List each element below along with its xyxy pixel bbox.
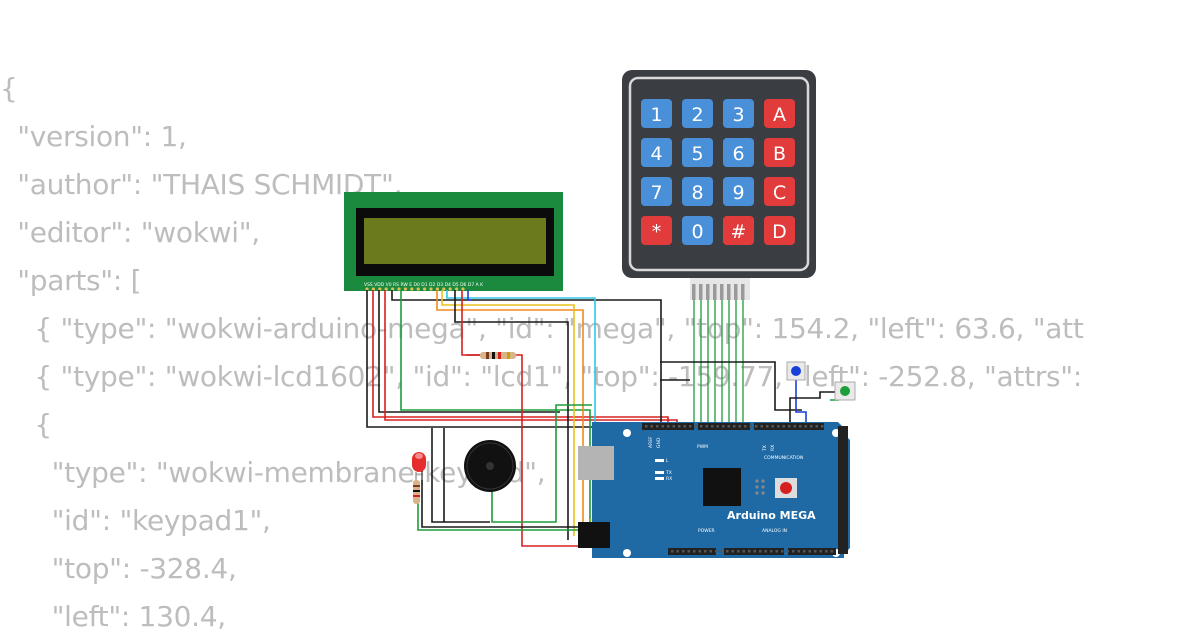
wire-green [491,404,592,523]
mega-title: Arduino MEGA [727,509,816,522]
membrane-keypad[interactable]: 1 2 3 A 4 5 6 B 7 8 9 C * 0 # D [622,70,816,300]
aref-label: AREF [648,436,654,448]
keypad-key-label: 3 [732,104,744,126]
keypad-key[interactable]: C [764,177,795,206]
code-line: { [0,408,52,441]
code-line: "parts": [ [0,264,142,297]
rx-label: RX [770,445,776,451]
mcu-chip [703,468,741,506]
keypad-key-label: B [773,143,786,165]
keypad-key-label: 5 [691,143,703,165]
led-l-label: L [666,458,669,464]
wire-black [454,290,569,540]
keypad-key[interactable]: * [641,216,672,245]
code-line: { [0,72,18,105]
pwm-label: PWM [697,444,708,450]
wire-blue [467,290,472,301]
icsp-header [755,479,765,495]
wire-black [443,428,490,523]
keypad-key-label: 7 [650,182,662,204]
keypad-key[interactable]: 7 [641,177,672,206]
lcd-pins [365,287,465,291]
wire-black [391,290,662,426]
keypad-key-label: C [773,182,786,204]
led-tx-label: TX [665,470,672,476]
keypad-key-label: 1 [650,104,662,126]
wire-black [421,470,578,528]
code-line: "top": -328.4, [0,552,237,585]
red-led[interactable] [412,452,426,486]
lcd1602[interactable]: VSS VDD V0 RS RW E D0 D1 D2 D3 D4 D5 D6 … [344,192,563,291]
code-line: "left": 130.4, [0,600,227,630]
wire-green [417,500,590,531]
wire-red [461,290,670,547]
wire-yellow [441,290,575,536]
push-button-green[interactable] [834,381,856,401]
keypad-key-label: 6 [732,143,744,165]
resistor[interactable] [480,352,516,359]
keypad-key-label: # [731,221,747,243]
keypad-key[interactable]: 2 [682,99,713,128]
wire-orange [436,290,584,540]
double-header [838,426,848,554]
reset-button[interactable] [775,478,797,498]
keypad-key[interactable]: 1 [641,99,672,128]
code-line: "id": "keypad1", [0,504,271,537]
keypad-key-label: A [773,104,786,126]
power-jack [578,522,610,548]
keypad-key[interactable]: D [764,216,795,245]
lcd-pin-labels: VSS VDD V0 RS RW E D0 D1 D2 D3 D4 D5 D6 … [364,282,484,288]
keypad-key[interactable]: 0 [682,216,713,245]
wire-black [660,361,802,411]
keypad-key-label: 0 [691,221,703,243]
keypad-border [628,76,810,272]
keypad-key[interactable]: A [764,99,795,128]
keypad-keys: 1 2 3 A 4 5 6 B 7 8 9 C * 0 # D [641,99,795,245]
code-line: { "type": "wokwi-arduino-mega", "id": "m… [0,312,1084,345]
keypad-key-label: 9 [732,182,744,204]
keypad-key[interactable]: 8 [682,177,713,206]
wire-black [789,391,846,425]
wire-black [378,290,560,413]
wires [366,290,846,547]
keypad-key[interactable]: 6 [723,138,754,167]
led-rx-label: RX [666,476,672,482]
gnd-label: GND [656,437,662,448]
keypad-key-label: * [652,221,662,243]
arduino-mega[interactable]: L TX RX Arduino MEGA PWM COMMUNICATION A… [578,422,850,558]
lcd-screen [364,218,546,264]
wire-cyan [446,290,596,540]
mega-headers [642,423,836,555]
wire-black [366,290,598,428]
communication-label: COMMUNICATION [764,455,803,461]
keypad-ribbon [690,278,750,300]
power-label: POWER [698,528,715,534]
keypad-key[interactable]: B [764,138,795,167]
usb-port [578,446,614,480]
keypad-key[interactable]: 4 [641,138,672,167]
wire-black [431,428,444,523]
keypad-key[interactable]: 5 [682,138,713,167]
resistor[interactable] [413,480,420,504]
code-line: "version": 1, [0,120,187,153]
wire-green [400,290,591,540]
push-button-blue[interactable] [786,361,806,381]
keypad-key-label: D [772,221,787,243]
tx-label: TX [762,445,768,452]
keypad-key[interactable]: 3 [723,99,754,128]
wire-blue [795,377,807,425]
buzzer[interactable] [464,440,516,492]
keypad-key[interactable]: # [723,216,754,245]
analog-in-label: ANALOG IN [762,528,787,534]
code-line: "editor": "wokwi", [0,216,260,249]
keypad-key-label: 2 [691,104,703,126]
keypad-key-label: 4 [650,143,662,165]
keypad-key[interactable]: 9 [723,177,754,206]
keypad-key-label: 8 [691,182,703,204]
